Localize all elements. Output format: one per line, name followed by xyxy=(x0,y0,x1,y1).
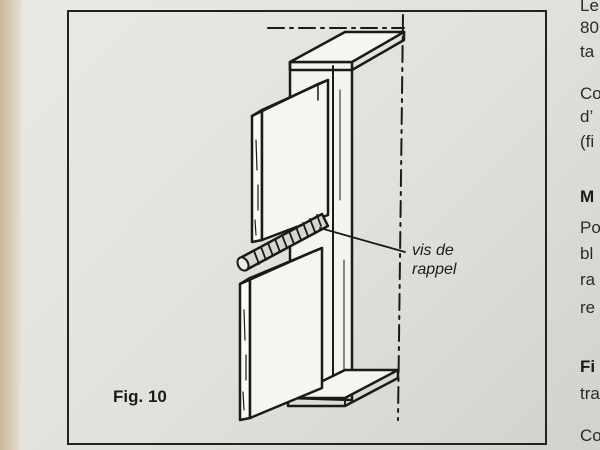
top-panel xyxy=(288,30,406,72)
callout-leader-line xyxy=(319,227,406,253)
text-fragment: re xyxy=(580,298,596,317)
figure-frame xyxy=(67,10,547,445)
section-heading-fragment: Fi xyxy=(580,357,596,376)
text-fragment: tra xyxy=(580,384,600,403)
text-fragment: ra xyxy=(580,270,596,289)
callout-line-2: rappel xyxy=(412,261,457,278)
callout-line-1: vis de xyxy=(412,242,454,259)
reference-line-vertical xyxy=(397,14,404,421)
text-fragment: d’ xyxy=(580,107,594,126)
text-fragment: Le xyxy=(580,0,599,15)
text-fragment: (fi xyxy=(580,132,595,151)
lower-door xyxy=(238,246,324,422)
text-fragment: 80 xyxy=(580,18,599,37)
text-fragment: Co xyxy=(580,426,600,445)
text-fragment: Po xyxy=(580,218,600,237)
text-fragment: Co xyxy=(580,84,600,103)
upper-door xyxy=(250,78,330,244)
return-screw xyxy=(236,212,330,272)
right-text-column: Le 80 ta Co d’ (fi M Po bl ra re Fi tra … xyxy=(576,0,600,450)
section-heading-fragment: M xyxy=(580,187,595,206)
figure-caption: Fig. 10 xyxy=(113,387,167,406)
screw-callout-label: vis de rappel xyxy=(412,241,456,279)
text-fragment: bl xyxy=(580,244,594,263)
text-fragment: ta xyxy=(580,42,595,61)
page-edge xyxy=(0,0,22,450)
